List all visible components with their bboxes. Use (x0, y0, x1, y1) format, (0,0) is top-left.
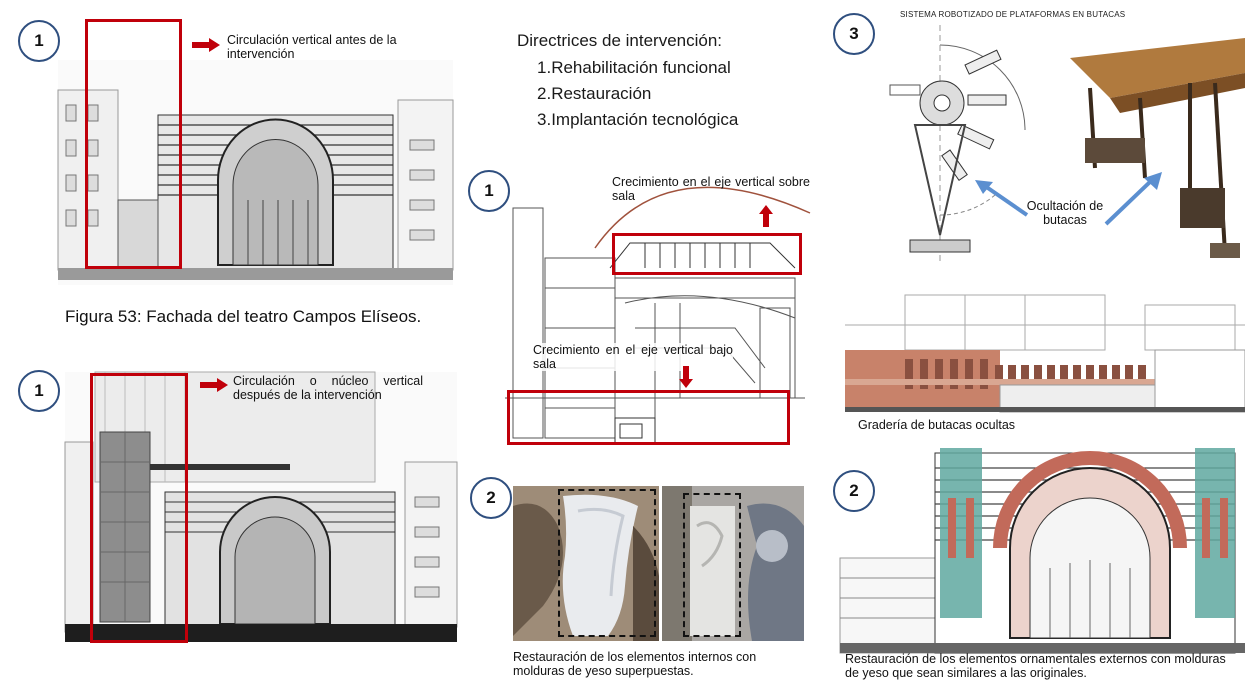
directives-heading: Directrices de intervención: (517, 31, 723, 50)
step-badge-1-section: 1 (468, 170, 510, 212)
step-badge-1-bottom: 1 (18, 370, 60, 412)
arrow-down-icon (679, 366, 693, 388)
interior-restoration-caption: Restauración de los elementos internos c… (513, 650, 757, 678)
directive-item-2: 2.Restauración (537, 84, 652, 103)
arrow-up-icon (759, 205, 773, 227)
circulation-after-highlight (90, 373, 188, 643)
hide-seats-note: Ocultación de butacas (1026, 199, 1104, 227)
robot-system-title: SISTEMA ROBOTIZADO DE PLATAFORMAS EN BUT… (900, 10, 1126, 19)
exterior-ornament-facade-drawing (839, 448, 1245, 654)
facade-after-drawing (64, 371, 458, 642)
circulation-before-highlight (85, 19, 182, 269)
growth-above-highlight (612, 233, 802, 275)
robotic-seat-photo (1050, 28, 1245, 263)
directive-item-3: 3.Implantación tecnológica (537, 110, 739, 129)
directive-item-1: 1.Rehabilitación funcional (537, 58, 731, 77)
step-badge-2-interior: 2 (470, 477, 512, 519)
facade-before-drawing (57, 60, 454, 285)
exterior-restoration-caption: Restauración de los elementos ornamental… (845, 652, 1226, 680)
arrow-right-icon (200, 378, 228, 392)
growth-above-note: Crecimiento en el eje vertical sobre sal… (612, 175, 810, 203)
circulation-before-note: Circulación vertical antes de la interve… (227, 33, 397, 61)
step-badge-1-top: 1 (18, 20, 60, 62)
arrow-diagonal-icon (1104, 172, 1162, 226)
figure-caption: Figura 53: Fachada del teatro Campos Elí… (65, 307, 422, 326)
interior-photo-left (513, 486, 659, 641)
growth-below-note: Crecimiento en el eje vertical bajo sala (533, 343, 733, 371)
hidden-tiers-drawing (845, 294, 1245, 413)
theatre-section-drawing (505, 186, 811, 444)
step-badge-3: 3 (833, 13, 875, 55)
arrow-diagonal-icon (975, 180, 1029, 217)
arrow-right-icon (192, 38, 220, 52)
step-badge-2-exterior: 2 (833, 470, 875, 512)
interior-left-dashed-frame (558, 489, 656, 637)
directives-list: 1.Rehabilitación funcional 2.Restauració… (537, 55, 738, 133)
robotic-seat-mechanism-drawing (889, 25, 1026, 265)
hidden-tiers-caption: Gradería de butacas ocultas (858, 418, 1016, 432)
growth-below-highlight (507, 390, 790, 445)
interior-right-dashed-frame (683, 493, 741, 637)
circulation-after-note: Circulación o núcleo vertical después de… (233, 374, 423, 402)
